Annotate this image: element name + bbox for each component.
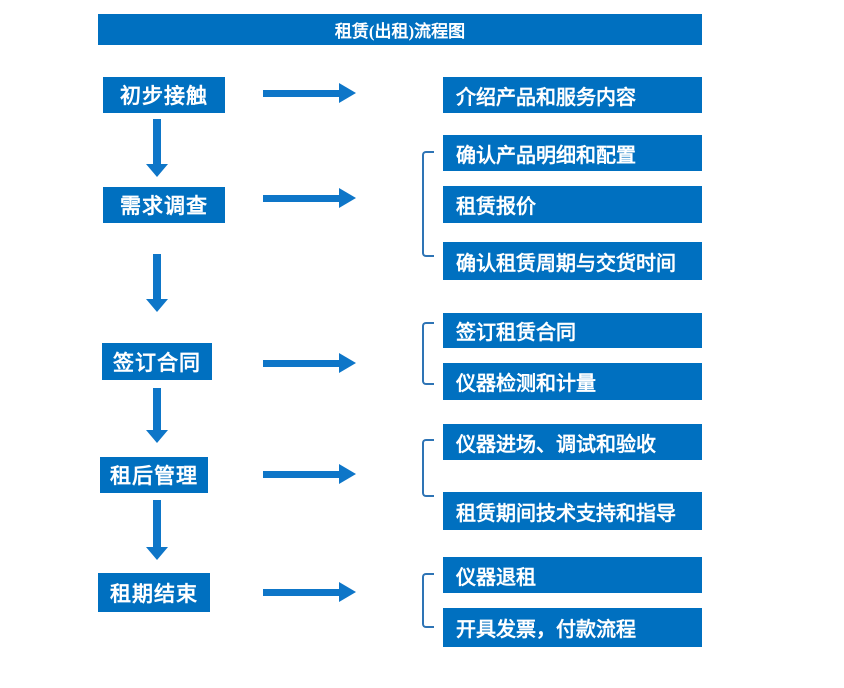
detail-box-tech-support: 租赁期间技术支持和指导 bbox=[443, 492, 702, 530]
detail-box-instrument-testing: 仪器检测和计量 bbox=[443, 363, 702, 400]
arrow-right-icon bbox=[263, 353, 356, 373]
arrow-right-icon bbox=[263, 188, 356, 208]
group-bracket-icon bbox=[422, 151, 434, 257]
group-bracket-icon bbox=[422, 573, 434, 628]
arrow-right-icon bbox=[263, 464, 356, 484]
step-box-sign-contract: 签订合同 bbox=[102, 343, 212, 380]
step-box-initial-contact: 初步接触 bbox=[103, 77, 225, 113]
detail-box-confirm-product-spec: 确认产品明细和配置 bbox=[443, 135, 702, 171]
arrow-down-icon bbox=[146, 500, 168, 560]
arrow-down-icon bbox=[146, 119, 168, 177]
step-box-rental-end: 租期结束 bbox=[98, 573, 210, 612]
detail-box-instrument-return: 仪器退租 bbox=[443, 557, 702, 593]
detail-box-instrument-setup: 仪器进场、调试和验收 bbox=[443, 424, 702, 460]
detail-box-invoice-payment: 开具发票，付款流程 bbox=[443, 608, 702, 647]
detail-box-sign-rental-contract: 签订租赁合同 bbox=[443, 313, 702, 348]
group-bracket-icon bbox=[422, 439, 434, 497]
detail-box-confirm-period: 确认租赁周期与交货时间 bbox=[443, 242, 702, 280]
group-bracket-icon bbox=[422, 322, 434, 385]
arrow-down-icon bbox=[146, 254, 168, 312]
arrow-right-icon bbox=[263, 582, 356, 602]
step-box-post-rental-mgmt: 租后管理 bbox=[100, 457, 208, 493]
detail-box-introduce-products: 介绍产品和服务内容 bbox=[443, 77, 702, 113]
arrow-down-icon bbox=[146, 388, 168, 443]
flowchart-title: 租赁(出租)流程图 bbox=[98, 14, 702, 45]
detail-box-rental-quote: 租赁报价 bbox=[443, 186, 702, 223]
step-box-demand-survey: 需求调查 bbox=[103, 187, 225, 223]
arrow-right-icon bbox=[263, 83, 356, 103]
